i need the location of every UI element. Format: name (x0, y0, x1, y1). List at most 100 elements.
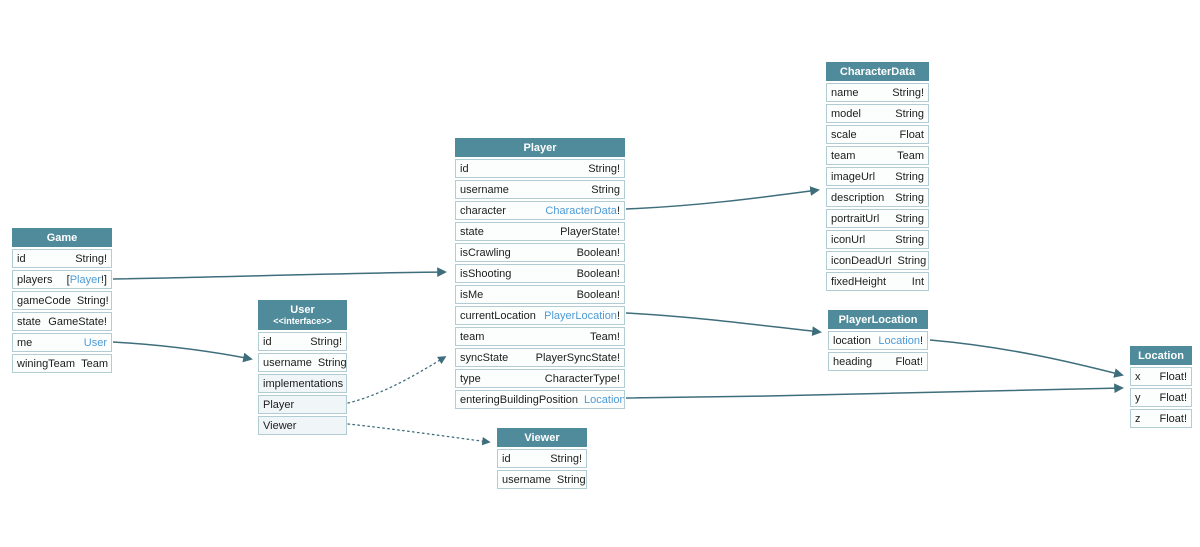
field-row: scale Float (826, 125, 929, 144)
type-text: PlayerState! (560, 225, 620, 238)
type-text: Boolean! (576, 246, 620, 259)
type-text: String! (75, 252, 107, 265)
type-link[interactable]: Location (878, 334, 920, 347)
field-type: String (895, 192, 924, 204)
table-header-playerLocation[interactable]: PlayerLocation (828, 310, 928, 329)
field-type: Team! (590, 331, 620, 343)
type-link[interactable]: Location (584, 393, 625, 406)
edge-playerlocation-location-to-location (929, 339, 1124, 378)
field-row[interactable]: currentLocation PlayerLocation! (455, 306, 625, 325)
edge-game-me-to-user (112, 341, 253, 363)
field-row[interactable]: players[Player!] (12, 270, 112, 289)
type-text: String (895, 107, 924, 120)
field-type: Float (900, 129, 924, 141)
field-row: portraitUrl String (826, 209, 929, 228)
field-name: scale (831, 128, 857, 141)
field-name: winingTeam (17, 357, 76, 370)
type-text: String! (892, 86, 924, 99)
field-row[interactable]: Player (258, 395, 347, 414)
field-type: String! (588, 163, 620, 175)
field-type: String (895, 234, 924, 246)
field-row: syncState PlayerSyncState! (455, 348, 625, 367)
type-link[interactable]: PlayerLocation (544, 309, 617, 322)
field-type: CharacterType! (545, 373, 620, 385)
type-text: ! (616, 309, 620, 322)
field-row: type CharacterType! (455, 369, 625, 388)
field-name: description (831, 191, 885, 204)
type-text: Float! (1159, 370, 1187, 383)
field-name: fixedHeight (831, 275, 887, 288)
type-text: Float (899, 128, 924, 141)
field-name: isMe (460, 288, 484, 301)
table-header-game[interactable]: Game (12, 228, 112, 247)
field-type: String (895, 108, 924, 120)
type-text: String! (76, 294, 109, 307)
field-type: String (895, 213, 924, 225)
field-name: model (831, 107, 861, 120)
field-type: Float! (895, 356, 923, 368)
table-header-viewer[interactable]: Viewer (497, 428, 587, 447)
field-name: type (460, 372, 481, 385)
type-text: String (317, 356, 347, 369)
type-text: CharacterType! (544, 372, 620, 385)
type-text: PlayerSyncState! (535, 351, 620, 364)
table-title: User (290, 304, 315, 316)
field-type: String! (77, 295, 109, 307)
type-link[interactable]: CharacterData (545, 204, 617, 217)
field-type: User (84, 337, 107, 349)
field-name: character (460, 204, 506, 217)
field-row[interactable]: character CharacterData! (455, 201, 625, 220)
field-name: id (263, 335, 272, 348)
table-header-player[interactable]: Player (455, 138, 625, 157)
type-link[interactable]: Player (69, 273, 101, 286)
table-title: Viewer (524, 431, 560, 444)
type-text: String! (550, 452, 582, 465)
field-row[interactable]: Viewer (258, 416, 347, 435)
table-title: Player (523, 141, 557, 154)
field-name: id (17, 252, 26, 265)
field-type: Team (897, 150, 924, 162)
type-text: String (895, 212, 924, 225)
type-text: String (895, 191, 924, 204)
field-name: isShooting (460, 267, 512, 280)
edge-player-enteringbuildingposition-to-location (625, 383, 1124, 399)
table-header-location[interactable]: Location (1130, 346, 1192, 365)
field-type: Boolean! (577, 247, 620, 259)
edge-user-player-to-player (347, 356, 447, 404)
type-link[interactable]: Player (263, 398, 295, 411)
field-name: id (502, 452, 511, 465)
field-name: portraitUrl (831, 212, 880, 225)
edge-user-viewer-to-viewer (347, 423, 491, 446)
type-link[interactable]: Viewer (263, 419, 297, 432)
type-text: Team (897, 149, 924, 162)
field-row: isMe Boolean! (455, 285, 625, 304)
field-type: CharacterData! (545, 205, 620, 217)
type-text: Int (911, 275, 924, 288)
field-name: currentLocation (460, 309, 536, 322)
field-name: heading (833, 355, 873, 368)
table-header-characterData[interactable]: CharacterData (826, 62, 929, 81)
field-name: team (460, 330, 485, 343)
field-name: syncState (460, 351, 509, 364)
table-header-user[interactable]: User<<interface>> (258, 300, 347, 330)
field-type: PlayerLocation! (544, 310, 620, 322)
type-text: Boolean! (576, 288, 620, 301)
type-text: String (556, 473, 586, 486)
field-name: location (833, 334, 871, 347)
type-link[interactable]: User (83, 336, 107, 349)
field-type: [Player!] (67, 274, 107, 286)
